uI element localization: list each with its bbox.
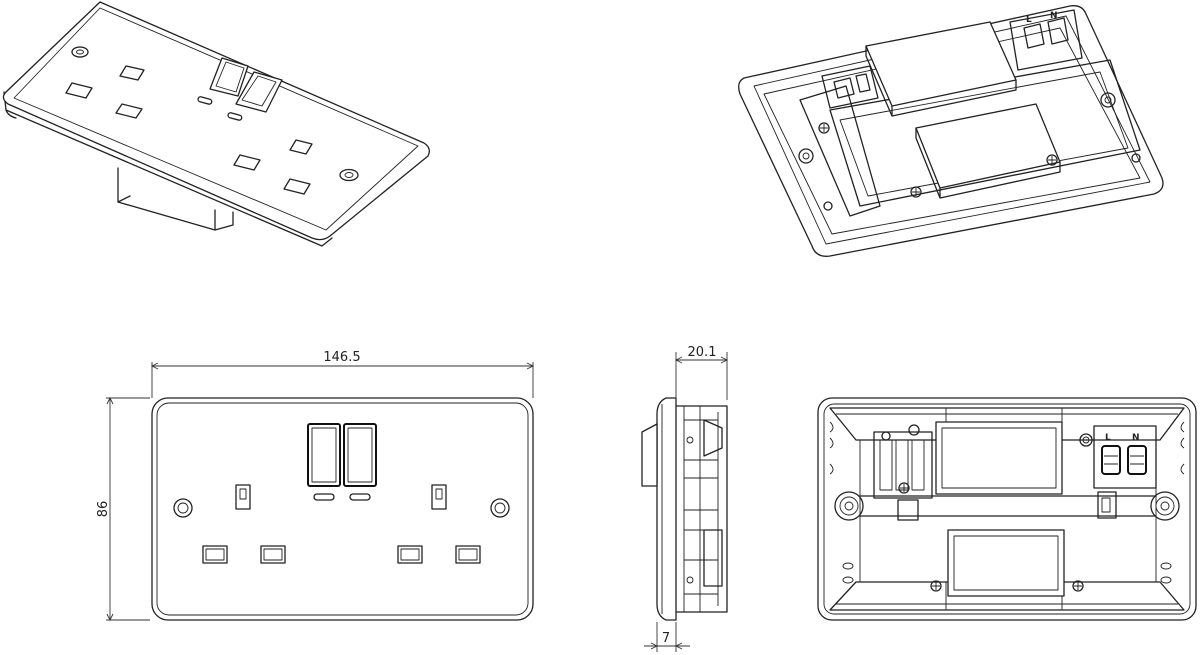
plate-thickness-label: 7	[662, 631, 670, 646]
rear-elevation-view: L N	[817, 397, 1197, 621]
rear-isometric-view: L N	[738, 5, 1164, 257]
front-plate-outline	[151, 397, 534, 621]
front-elevation-view: 146.5 86	[96, 350, 535, 622]
terminal-label-neutral-iso: N	[1050, 11, 1058, 21]
side-elevation-view: 20.1 7	[641, 345, 729, 652]
depth-dimension-label: 20.1	[688, 345, 717, 360]
width-dimension: 146.5	[150, 350, 535, 398]
front-isometric-view	[2, 1, 430, 247]
width-dimension-label: 146.5	[323, 350, 360, 365]
terminal-label-live: L	[1105, 433, 1111, 443]
plate-thickness-dimension: 7	[644, 622, 690, 652]
terminal-label-live-iso: L	[1026, 15, 1032, 25]
height-dimension: 86	[96, 396, 150, 622]
depth-dimension: 20.1	[674, 345, 729, 400]
height-dimension-label: 86	[96, 501, 111, 518]
terminal-label-neutral: N	[1132, 433, 1140, 443]
rear-plate-outline	[817, 397, 1197, 621]
